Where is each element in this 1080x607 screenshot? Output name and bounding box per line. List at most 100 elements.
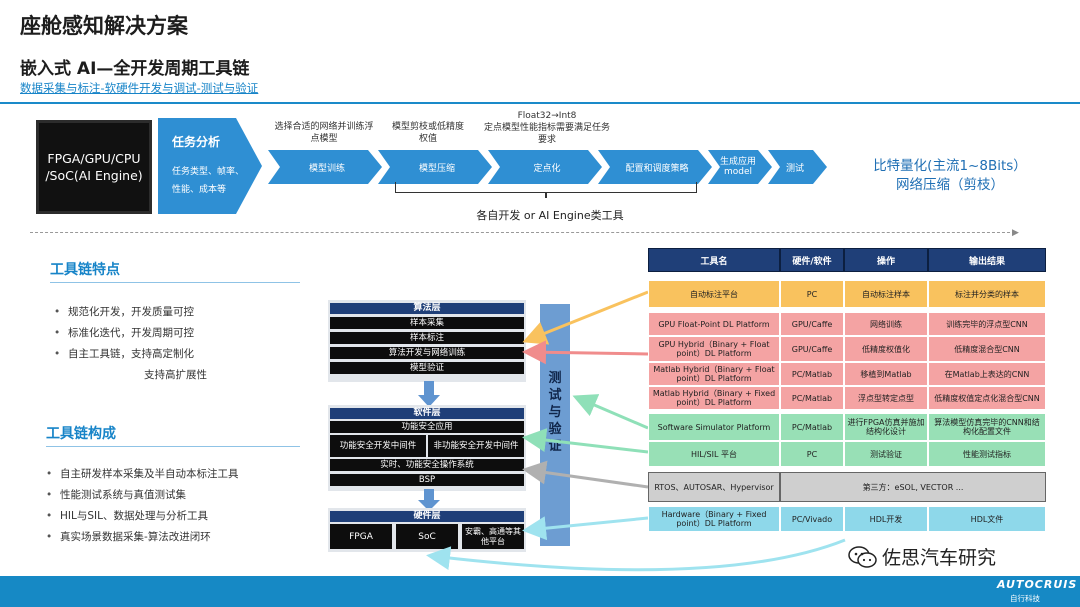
wechat-icon bbox=[848, 546, 877, 568]
table-cell: GPU Float-Point DL Platform bbox=[648, 312, 780, 336]
table-cell: 性能测试指标 bbox=[928, 441, 1046, 467]
arrow-cyan-curve bbox=[426, 538, 846, 572]
brand-cn: 自行科技 bbox=[1010, 594, 1040, 603]
hardware-layer-head: 硬件层 bbox=[330, 511, 524, 522]
composition-underline bbox=[46, 446, 300, 447]
footer-bar bbox=[0, 576, 1080, 607]
chevron-model-compression bbox=[378, 150, 492, 184]
sw-row-safety-middleware: 功能安全开发中间件 bbox=[330, 435, 426, 457]
sw-row-nonsafety-middleware: 非功能安全开发中间件 bbox=[428, 435, 524, 457]
table-cell: 浮点型转定点型 bbox=[844, 386, 928, 410]
chevron-quantization bbox=[488, 150, 602, 184]
task-analysis-detail: 任务类型、帧率、性能、成本等 bbox=[172, 167, 245, 195]
task-analysis-arrow bbox=[158, 118, 262, 214]
step-generate-model: 生成应用model bbox=[719, 157, 756, 177]
task-analysis-title: 任务分析 bbox=[172, 135, 221, 149]
table-cell: 自动标注平台 bbox=[648, 280, 780, 308]
step-model-training: 模型训练 bbox=[308, 163, 345, 174]
table-cell: 低精度权值定点化混合型CNN bbox=[928, 386, 1046, 410]
table-cell: HDL文件 bbox=[928, 506, 1046, 532]
brand-logo-text: AUTOCRUIS bbox=[997, 578, 1078, 591]
feature-item: 规范化开发，开发质量可控 bbox=[54, 302, 314, 323]
arrow-green-1 bbox=[572, 394, 649, 430]
step-quantization: 定点化 bbox=[533, 163, 561, 174]
sw-row: BSP bbox=[330, 474, 524, 486]
table-cell: 进行FPGA仿真并施加结构化设计 bbox=[844, 413, 928, 441]
page-title: 座舱感知解决方案 bbox=[20, 14, 188, 38]
composition-item: HIL与SIL、数据处理与分析工具 bbox=[46, 506, 326, 527]
table-cell: PC bbox=[780, 441, 844, 467]
table-cell: 低精度混合型CNN bbox=[928, 336, 1046, 362]
table-cell: 训练完毕的浮点型CNN bbox=[928, 312, 1046, 336]
table-cell: PC/Vivado bbox=[780, 506, 844, 532]
table-cell: Matlab Hybrid（Binary + Fixed point）DL Pl… bbox=[648, 386, 780, 410]
features-heading: 工具链特点 bbox=[50, 262, 120, 278]
page-subtitle: 嵌入式 AI—全开发周期工具链 bbox=[20, 59, 250, 79]
step-model-compression: 模型压缩 bbox=[418, 163, 455, 174]
ai-engine-chip: FPGA/GPU/CPU /SoC(AI Engine) bbox=[36, 120, 152, 214]
software-layer-head: 软件层 bbox=[330, 408, 524, 419]
table-cell: 在Matlab上表达的CNN bbox=[928, 362, 1046, 386]
algo-row: 算法开发与网络训练 bbox=[330, 347, 524, 359]
table-cell: Hardware（Binary + Fixed point）DL Platfor… bbox=[648, 506, 780, 532]
chip-label: FPGA/GPU/CPU /SoC(AI Engine) bbox=[45, 151, 143, 183]
table-header-operation: 操作 bbox=[844, 248, 928, 272]
hw-fpga: FPGA bbox=[330, 524, 392, 549]
note-model-compression: 模型剪枝或低精度权值 bbox=[391, 122, 464, 144]
note-model-training: 选择合适的网络并训练浮点模型 bbox=[274, 122, 374, 144]
composition-item: 性能测试系统与真值测试集 bbox=[46, 485, 326, 506]
bit-quantization: 比特量化(主流1~8Bits） bbox=[873, 158, 1027, 174]
table-cell: 移植到Matlab bbox=[844, 362, 928, 386]
note-quantization: Float32→Int8 定点模型性能指标需要满足任务要求 bbox=[484, 111, 611, 145]
arrow-pink bbox=[522, 340, 649, 365]
wechat-account-name: 佐思汽车研究 bbox=[882, 547, 997, 569]
test-validation-label: 测试与验证 bbox=[548, 371, 562, 454]
down-arrow-icon bbox=[418, 381, 440, 407]
table-header-tool: 工具名 bbox=[648, 248, 780, 272]
table-cell: PC/Matlab bbox=[780, 362, 844, 386]
algo-row: 样本采集 bbox=[330, 317, 524, 329]
table-cell: PC/Matlab bbox=[780, 386, 844, 410]
dev-bracket-tick bbox=[545, 192, 547, 198]
table-cell: RTOS、AUTOSAR、Hypervisor bbox=[648, 472, 780, 502]
arrow-cyan bbox=[522, 516, 649, 541]
table-cell: 算法模型仿真完毕的CNN和结构化配置文件 bbox=[928, 413, 1046, 441]
table-cell: GPU/Caffe bbox=[780, 336, 844, 362]
composition-item: 自主研发样本采集及半自动本标注工具 bbox=[46, 464, 326, 485]
arrow-grey bbox=[522, 460, 649, 489]
step-scheduling: 配置和调度策略 bbox=[625, 163, 689, 174]
table-cell: 网络训练 bbox=[844, 312, 928, 336]
arrow-green-2 bbox=[522, 428, 649, 454]
table-cell: 测试验证 bbox=[844, 441, 928, 467]
table-header-output: 输出结果 bbox=[928, 248, 1046, 272]
sw-row: 实时、功能安全操作系统 bbox=[330, 459, 524, 471]
algo-row: 模型验证 bbox=[330, 362, 524, 374]
features-underline bbox=[50, 282, 300, 283]
table-header-hwsw: 硬件/软件 bbox=[780, 248, 844, 272]
feature-continuation: 支持高扩展性 bbox=[144, 369, 207, 381]
table-cell: HIL/SIL 平台 bbox=[648, 441, 780, 467]
step-test: 测试 bbox=[785, 163, 804, 174]
composition-list: 自主研发样本采集及半自动本标注工具 性能测试系统与真值测试集 HIL与SIL、数… bbox=[46, 464, 326, 548]
arrow-right-icon: ▶ bbox=[1012, 228, 1019, 238]
down-arrow-icon bbox=[418, 489, 440, 511]
table-cell: 自动标注样本 bbox=[844, 280, 928, 308]
subtitle-link[interactable]: 数据采集与标注-软硬件开发与调试-测试与验证 bbox=[20, 81, 259, 95]
arrow-orange bbox=[522, 290, 649, 345]
dev-bracket-label: 各自开发 or AI Engine类工具 bbox=[476, 209, 624, 222]
feature-item: 自主工具链，支持高定制化 bbox=[54, 344, 314, 365]
header-divider bbox=[0, 102, 1080, 104]
hw-other-platforms: 安霸、高通等其他平台 bbox=[462, 524, 524, 549]
algorithm-layer-head: 算法层 bbox=[330, 303, 524, 314]
pipeline-chevrons bbox=[268, 150, 827, 184]
table-cell: GPU Hybrid（Binary + Float point）DL Platf… bbox=[648, 336, 780, 362]
composition-heading: 工具链构成 bbox=[46, 426, 116, 442]
chevron-scheduling bbox=[598, 150, 712, 184]
chevron-test bbox=[768, 150, 827, 184]
table-cell: GPU/Caffe bbox=[780, 312, 844, 336]
chevron-generate-model bbox=[708, 150, 772, 184]
features-list: 规范化开发，开发质量可控 标准化迭代，开发周期可控 自主工具链，支持高定制化 支… bbox=[54, 302, 314, 386]
table-cell: PC bbox=[780, 280, 844, 308]
chevron-model-training bbox=[268, 150, 382, 184]
